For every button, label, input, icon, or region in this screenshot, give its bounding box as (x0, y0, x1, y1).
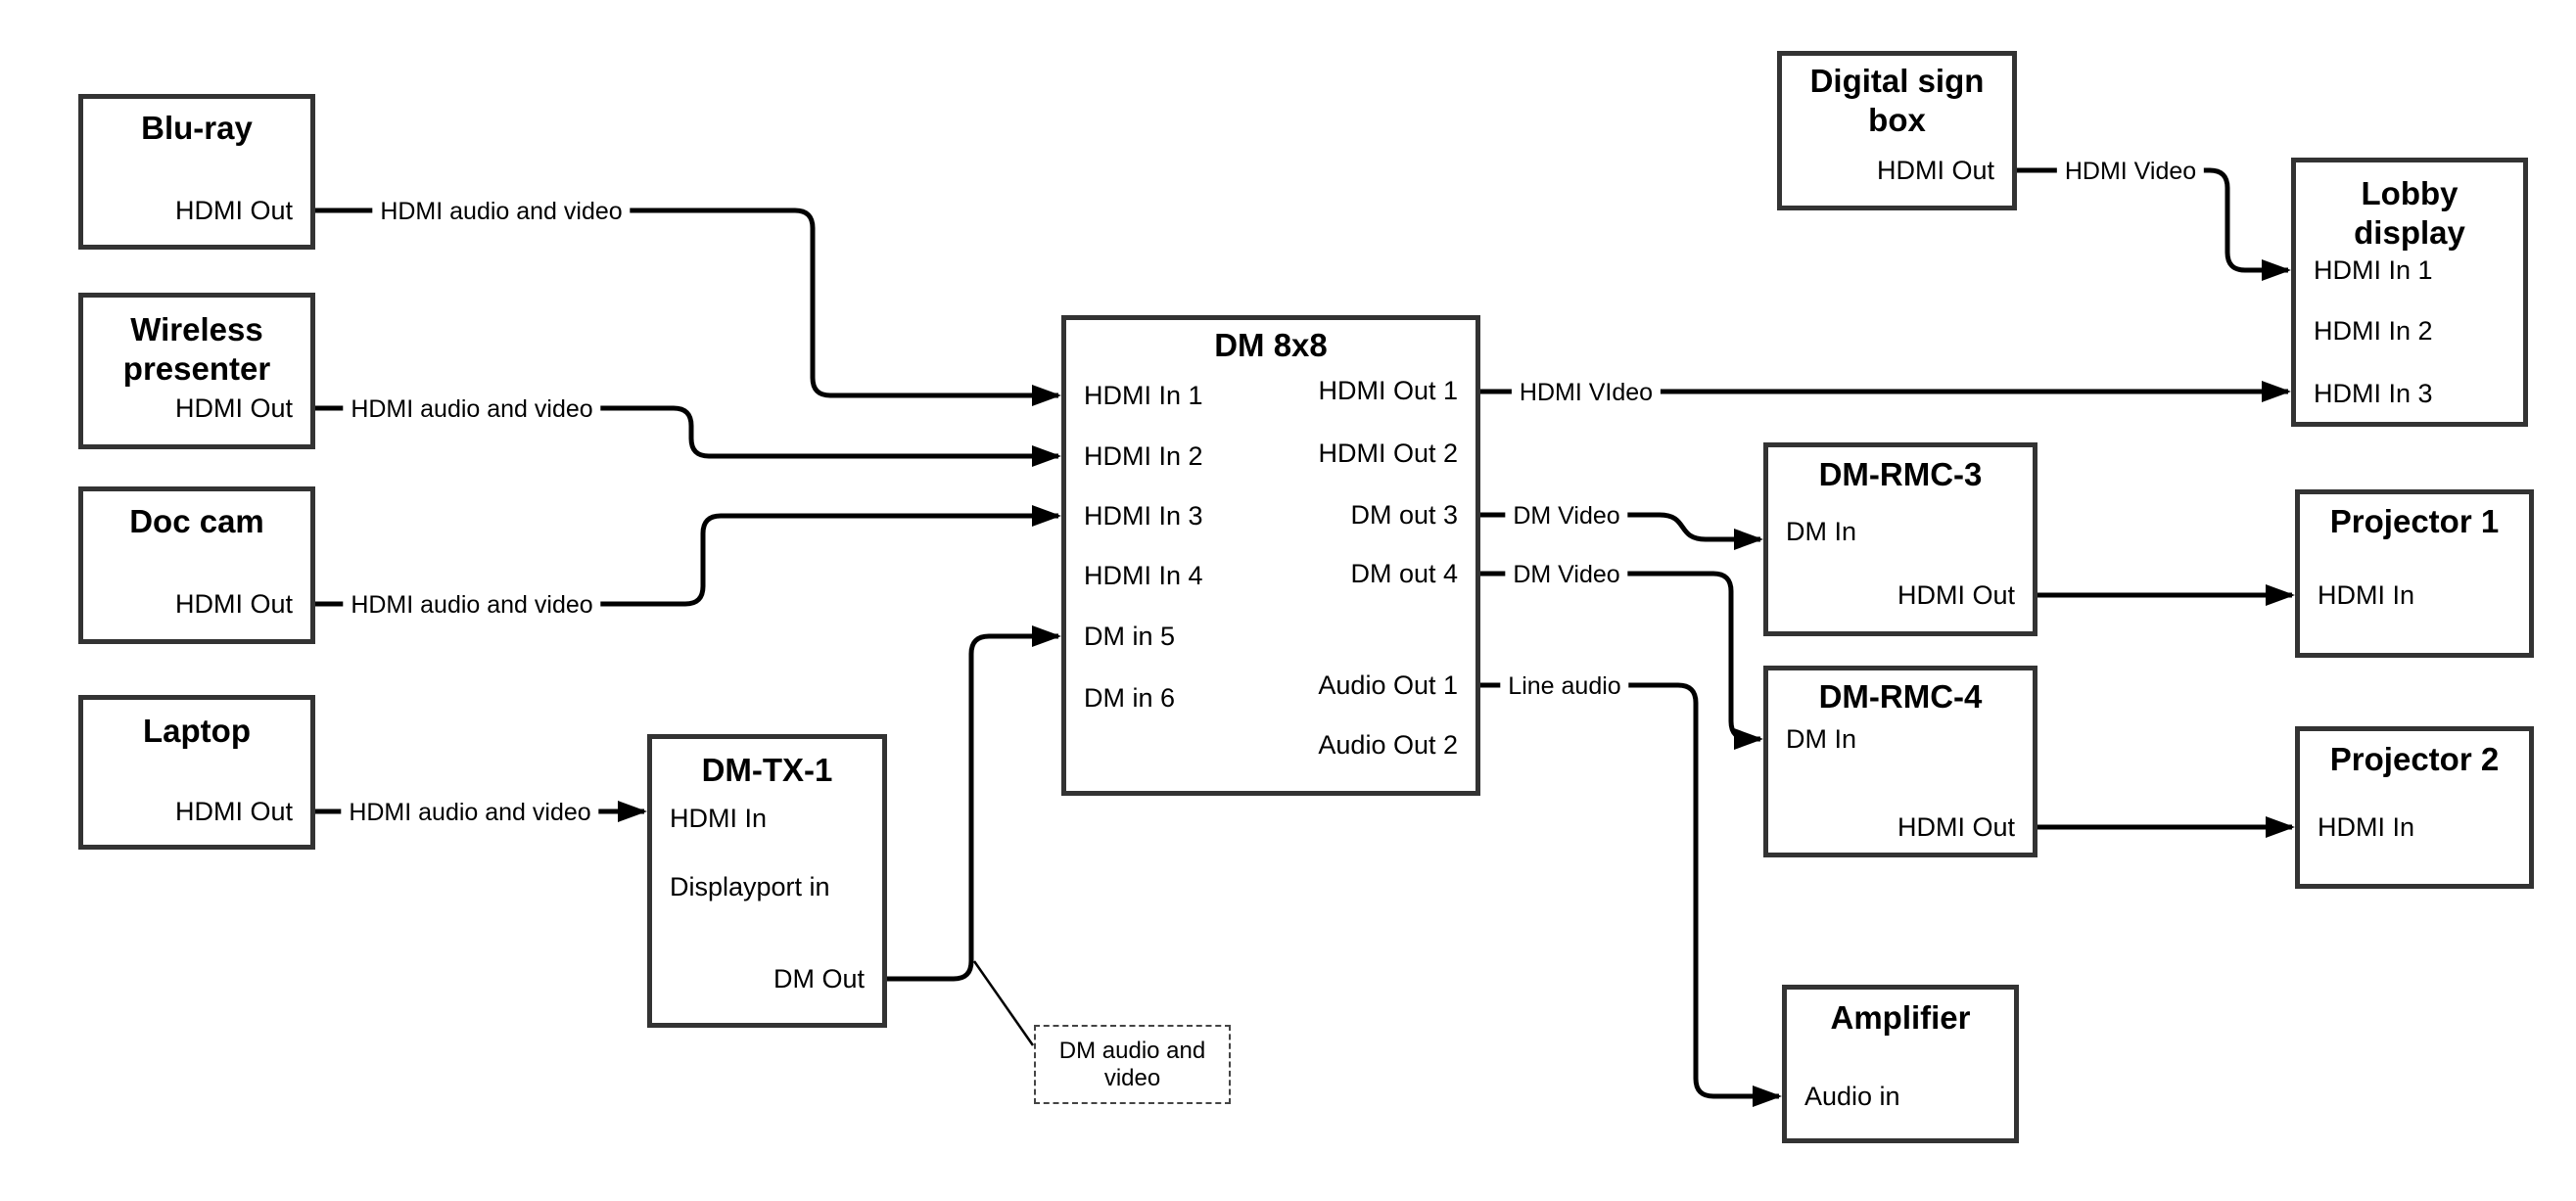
node-digital-sign-box: Digital sign box HDMI Out (1777, 51, 2017, 210)
port-bluray-hdmi-out: HDMI Out (174, 196, 293, 225)
port-dm8x8-dm-in-6: DM in 6 (1084, 683, 1176, 713)
wire-dm8x8-dm-out-3-to-dmrmc3-dm-in (1480, 512, 1763, 550)
port-dm8x8-audio-out-1: Audio Out 1 (1318, 670, 1458, 700)
port-dm8x8-hdmi-out-2: HDMI Out 2 (1318, 439, 1458, 468)
node-dm-tx-1-title: DM-TX-1 (701, 752, 833, 788)
node-wireless-presenter: Wireless presenter HDMI Out (78, 293, 315, 449)
node-dm-rmc-4: DM-RMC-4 DM In HDMI Out (1763, 666, 2037, 857)
port-dm8x8-audio-out-2: Audio Out 2 (1318, 730, 1458, 760)
port-wireless-hdmi-out: HDMI Out (174, 393, 293, 423)
node-bluray-title: Blu-ray (141, 110, 253, 146)
node-dm-8x8-title: DM 8x8 (1214, 327, 1328, 363)
port-amplifier-audio-in: Audio in (1804, 1082, 1900, 1111)
node-dm-tx-1: DM-TX-1 HDMI In Displayport in DM Out (647, 734, 887, 1028)
node-lobby-display-title: Lobby display (2354, 175, 2465, 251)
wire-digital-sign-to-lobby-hdmi-in-1 (2017, 167, 2291, 281)
port-lobby-hdmi-in-2: HDMI In 2 (2314, 316, 2433, 346)
port-dm8x8-dm-out-3: DM out 3 (1350, 500, 1458, 530)
port-dmtx1-hdmi-in: HDMI In (670, 804, 768, 833)
wire-label-doccam-feed: HDMI audio and video (343, 590, 601, 620)
node-digital-sign-title: Digital sign box (1809, 63, 1985, 138)
wire-label-laptop-feed: HDMI audio and video (341, 798, 599, 827)
node-dm-8x8: DM 8x8 HDMI In 1 HDMI In 2 HDMI In 3 HDM… (1061, 315, 1480, 796)
node-dm-rmc-4-title: DM-RMC-4 (1818, 678, 1983, 715)
port-dmrmc4-hdmi-out: HDMI Out (1897, 812, 2015, 842)
port-projector2-hdmi-in: HDMI In (2318, 812, 2415, 842)
node-lobby-display: Lobby display HDMI In 1 HDMI In 2 HDMI I… (2291, 158, 2528, 427)
wire-label-dm-out4-feed: DM Video (1505, 560, 1628, 589)
port-dm8x8-hdmi-out-1: HDMI Out 1 (1318, 376, 1458, 405)
node-laptop-title: Laptop (143, 713, 251, 749)
wire-dm8x8-audio-out-1-to-amplifier-audio-in (1480, 682, 1782, 1107)
wire-dmtx1-dm-out-to-dm8x8-dm-in-5 (887, 625, 1061, 982)
port-dm8x8-dm-in-5: DM in 5 (1084, 622, 1176, 651)
node-projector-1: Projector 1 HDMI In (2295, 489, 2534, 658)
port-lobby-hdmi-in-3: HDMI In 3 (2314, 379, 2433, 408)
node-bluray: Blu-ray HDMI Out (78, 94, 315, 250)
port-dmrmc3-dm-in: DM In (1786, 517, 1857, 546)
note-text: DM audio and video (1058, 1037, 1206, 1091)
wire-wireless-to-dm8x8-hdmi-in-2 (315, 405, 1061, 467)
wire-label-bluray-feed: HDMI audio and video (372, 197, 631, 226)
node-projector-1-title: Projector 1 (2329, 503, 2500, 539)
wire-dm8x8-dm-out-4-to-dmrmc4-dm-in (1480, 571, 1763, 750)
wire-label-hdmi-out1-feed: HDMI VIdeo (1511, 378, 1662, 407)
port-dmtx1-dm-out: DM Out (773, 964, 865, 993)
node-amplifier: Amplifier Audio in (1782, 985, 2019, 1143)
note-dm-audio-and-video: DM audio and video (1034, 1025, 1231, 1104)
port-lobby-hdmi-in-1: HDMI In 1 (2314, 255, 2433, 285)
port-dm8x8-hdmi-in-2: HDMI In 2 (1084, 441, 1203, 471)
port-dmtx1-displayport-in: Displayport in (670, 872, 830, 901)
wire-doccam-to-dm8x8-hdmi-in-3 (315, 505, 1061, 607)
node-dm-rmc-3-title: DM-RMC-3 (1818, 456, 1983, 492)
port-dmrmc3-hdmi-out: HDMI Out (1897, 580, 2015, 610)
port-dm8x8-dm-out-4: DM out 4 (1350, 559, 1458, 588)
node-wireless-presenter-title: Wireless presenter (122, 311, 271, 387)
wire-label-digital-sign-feed: HDMI Video (2056, 157, 2205, 186)
port-doccam-hdmi-out: HDMI Out (174, 589, 293, 619)
port-digital-sign-hdmi-out: HDMI Out (1876, 156, 1994, 185)
node-doc-cam: Doc cam HDMI Out (78, 486, 315, 644)
node-dm-rmc-3: DM-RMC-3 DM In HDMI Out (1763, 442, 2037, 636)
note-callout-line (972, 960, 1035, 1046)
node-projector-2-title: Projector 2 (2329, 741, 2500, 777)
node-projector-2: Projector 2 HDMI In (2295, 726, 2534, 889)
port-dm8x8-hdmi-in-3: HDMI In 3 (1084, 501, 1203, 531)
port-dm8x8-hdmi-in-4: HDMI In 4 (1084, 561, 1203, 590)
port-projector1-hdmi-in: HDMI In (2318, 580, 2415, 610)
wire-label-dm-out3-feed: DM Video (1505, 501, 1628, 531)
node-amplifier-title: Amplifier (1830, 999, 1971, 1036)
port-laptop-hdmi-out: HDMI Out (174, 797, 293, 826)
port-dmrmc4-dm-in: DM In (1786, 724, 1857, 754)
node-doc-cam-title: Doc cam (129, 503, 264, 539)
wire-label-audio-out1-feed: Line audio (1500, 671, 1629, 701)
wire-label-wireless-feed: HDMI audio and video (343, 394, 601, 424)
node-laptop: Laptop HDMI Out (78, 695, 315, 850)
port-dm8x8-hdmi-in-1: HDMI In 1 (1084, 381, 1203, 410)
wire-bluray-to-dm8x8-hdmi-in-1 (315, 208, 1061, 406)
